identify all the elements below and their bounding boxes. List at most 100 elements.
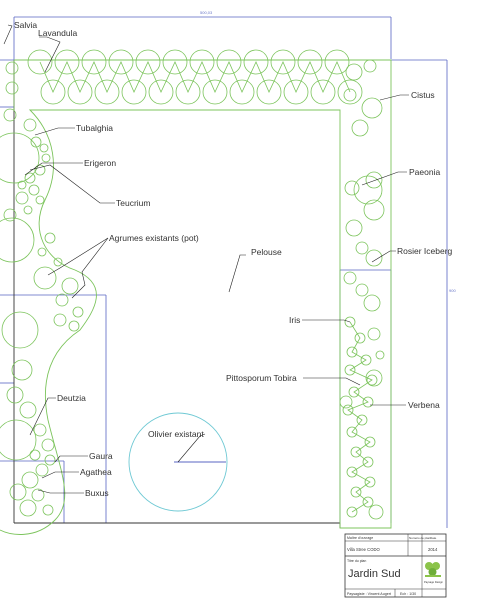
plant-circle [17,180,27,190]
plant-circle [361,97,383,119]
plant-circle [21,471,39,489]
plant-circle [256,79,282,105]
plant-circle [162,49,188,75]
tb-scale: Ech : 1/30 [400,592,416,596]
plant-circle [54,49,80,75]
plant-circle [355,241,369,255]
plant-circle [33,423,47,437]
label-agrumes: Agrumes existants (pot) [109,233,199,243]
plant-circle [23,205,33,215]
label-rosier: Rosier Iceberg [397,246,453,256]
plant-circle [366,374,378,386]
plant-circle [41,438,55,452]
plant-symbols [0,49,385,520]
dimension-right: 900 [449,288,456,293]
plant-circle [353,175,383,205]
tb-title: Jardin Sud [348,568,401,580]
plant-circle [351,119,369,137]
plant-circle [61,277,79,295]
plant-circle [364,476,376,488]
tb-number-label: Numéro de plan [409,536,431,540]
plant-circle [0,132,40,184]
logo-text: Paysage Design [424,580,443,584]
plant-circle [339,395,353,409]
plant-circle [283,79,309,105]
label-cistus: Cistus [411,90,435,100]
plant-circle [55,293,69,307]
plant-circle [81,49,107,75]
label-leaders [3,24,409,494]
plant-circle [355,283,369,297]
plant-circle [34,164,46,176]
plant-circle [19,401,37,419]
plant-circle [348,386,360,398]
designer-logo: Paysage Design [424,562,443,584]
plant-circle [229,79,255,105]
plant-circle [363,294,381,312]
plant-circle [31,488,45,502]
label-olivier: Olivier existant [148,429,204,439]
plant-circle [362,396,374,408]
plant-circle [343,271,357,285]
plant-circle [189,49,215,75]
tb-project-value: Villa Stree CODO [347,547,380,552]
tb-date-value: 2014 [428,547,438,552]
plant-circle [375,350,385,360]
plant-circle [44,454,56,466]
plant-circle [202,79,228,105]
plant-circle [324,49,350,75]
plant-circle [3,108,17,122]
plant-circle [346,466,358,478]
plant-circle [365,171,383,189]
plant-circle [216,49,242,75]
plant-circle [19,499,37,517]
plant-circle [30,136,42,148]
plant-circle [35,463,49,477]
plant-circle [24,172,36,184]
dimension-top: 500,03 [200,10,213,15]
plant-circle [5,81,19,95]
plant-circle [270,49,296,75]
plant-circle [360,354,372,366]
plant-circle [35,195,45,205]
plant-circle [344,316,356,328]
plant-circle [40,79,66,105]
plant-link [39,61,351,93]
label-tubalghia: Tubalghia [76,123,113,133]
plant-circle [33,266,57,290]
plant-labels: Salvia Lavandula Tubalghia Erigeron Teuc… [14,20,453,498]
plant-circle [297,49,323,75]
plant-circle [345,219,363,237]
plot-boundary [0,16,448,528]
label-buxus: Buxus [85,488,109,498]
plant-circle [53,313,67,327]
plant-circle [42,504,54,516]
plant-circle [346,426,358,438]
plant-circle [67,79,93,105]
label-verbena: Verbena [408,400,440,410]
plant-circle [121,79,147,105]
plant-circle [364,436,376,448]
plant-circle [1,311,39,349]
plant-circle [108,49,134,75]
label-pittosporum: Pittosporum Tobira [226,373,297,383]
plant-circle [0,217,35,263]
label-agathea: Agathea [80,467,112,477]
plant-circle [53,257,63,267]
plant-circle [356,414,368,426]
plant-circle [350,446,362,458]
plant-circle [337,79,363,105]
title-block: Maître d'ouvrage Villa Stree CODO Numéro… [344,533,447,598]
label-pelouse: Pelouse [251,247,282,257]
tb-project-label: Maître d'ouvrage [347,536,373,540]
plant-circle [41,153,51,163]
plant-circle [44,232,56,244]
plant-circle [0,419,37,461]
plant-circle [68,320,80,332]
plant-circle [346,506,358,518]
plant-circle [28,184,40,196]
plant-circle [27,49,53,75]
plant-circle [94,79,120,105]
plant-circle [362,496,374,508]
